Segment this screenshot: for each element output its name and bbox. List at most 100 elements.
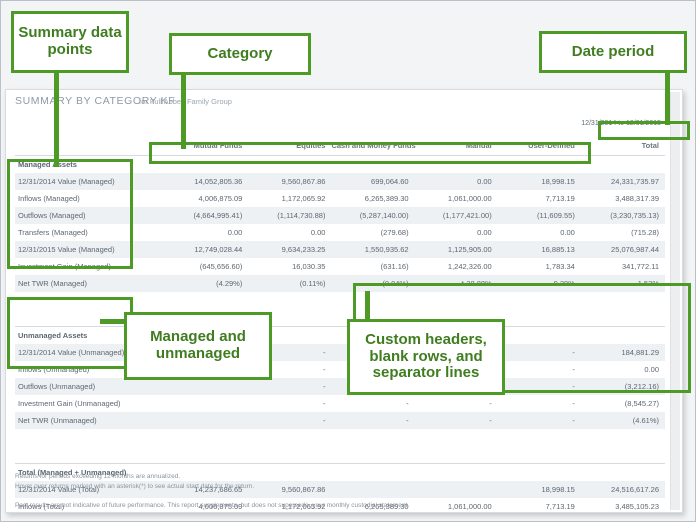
row-value: 16,030.35	[292, 262, 326, 271]
section-heading-label: Total (Managed + Unmanaged)	[15, 463, 665, 481]
row-label: 12/31/2014 Value (Managed)	[15, 173, 166, 190]
row-value: (715.28)	[631, 228, 659, 237]
highlight-category-columns	[149, 142, 591, 164]
row-value: 1,550,935.62	[331, 241, 415, 258]
row-value: 14,052,805.36	[165, 173, 249, 190]
leader-line-summary	[54, 25, 59, 167]
row-value: 1,125,905.00	[414, 241, 498, 258]
row-label: Inflows (Total)	[18, 502, 65, 511]
callout-date-period: Date period	[539, 31, 687, 73]
row-value: 3,485,105.23	[615, 502, 659, 511]
row-value: (3,230,735.13)	[580, 207, 665, 224]
row-label: Outflows (Managed)	[15, 207, 166, 224]
table-blank-row	[15, 292, 665, 309]
row-value: -	[322, 399, 326, 408]
row-value	[165, 395, 248, 412]
separator-cell	[15, 446, 665, 464]
section-heading-row: Total (Managed + Unmanaged)	[15, 463, 665, 481]
blank-cell	[15, 429, 665, 446]
row-value: 0.00	[414, 173, 498, 190]
row-value: (4.61%)	[580, 412, 665, 429]
table-row: Investment Gain (Unmanaged)----(8,545.27…	[15, 395, 665, 412]
row-value: 1,061,000.00	[447, 194, 492, 203]
row-value: 9,634,233.25	[248, 241, 332, 258]
row-value: 1,061,000.00	[447, 502, 492, 511]
row-value: (279.68)	[380, 228, 409, 237]
row-value: 1,172,065.92	[281, 194, 326, 203]
row-label: Transfers (Managed)	[18, 228, 88, 237]
row-value: (5,287,140.00)	[331, 207, 415, 224]
disclaimer-text: Past results are not indicative of futur…	[15, 502, 410, 509]
row-value: 9,560,867.86	[248, 481, 332, 498]
leader-line-category	[181, 49, 186, 149]
row-value: -	[497, 344, 581, 361]
row-value: 0.00	[644, 365, 659, 374]
row-value: 18,998.15	[497, 481, 581, 498]
footnotes: Returns for periods exceeding 12 months …	[15, 472, 635, 492]
callout-custom-headers: Custom headers, blank rows, and separato…	[347, 319, 505, 395]
row-label: Net TWR (Unmanaged)	[15, 412, 166, 429]
row-value	[331, 481, 415, 498]
row-value: -	[572, 365, 575, 374]
row-value: 12,749,028.44	[165, 241, 249, 258]
column-header-total: Total	[580, 138, 665, 156]
row-value: (631.16)	[380, 262, 409, 271]
row-label: Investment Gain (Unmanaged)	[18, 399, 121, 408]
footnote-asterisk: Hover over returns marked with an asteri…	[15, 483, 255, 491]
row-label: 12/31/2015 Value (Managed)	[15, 241, 166, 258]
row-value: -	[489, 399, 492, 408]
row-value: 0.00	[310, 228, 326, 237]
leader-line-date	[665, 53, 670, 125]
row-label: 12/31/2014 Value (Total)	[15, 481, 166, 498]
row-value: 6,265,389.30	[364, 502, 409, 511]
footnote-annualized: Returns for periods exceeding 12 months …	[15, 473, 181, 480]
row-label: Inflows (Unmanaged)	[18, 365, 90, 374]
row-value: (1,114,730.88)	[248, 207, 332, 224]
row-value: (4.29%)	[165, 275, 249, 292]
row-value: (1,177,421.00)	[414, 207, 498, 224]
row-value: 184,881.29	[580, 344, 665, 361]
row-value: -	[414, 412, 498, 429]
row-value: 0.00	[227, 228, 243, 237]
table-row: Net TWR (Unmanaged)----(4.61%)	[15, 412, 665, 429]
table-separator-line	[15, 446, 665, 464]
row-value: -	[322, 365, 326, 374]
row-value: (8,545.27)	[624, 399, 659, 408]
row-value: 341,772.11	[622, 262, 659, 271]
row-value: 16,885.13	[497, 241, 581, 258]
row-value: 4,006,875.09	[198, 502, 243, 511]
row-value: -	[248, 378, 332, 395]
row-value: 0.00	[477, 228, 492, 237]
row-value	[165, 378, 249, 395]
row-value	[414, 481, 498, 498]
callout-managed-unmanaged: Managed and unmanaged	[124, 312, 272, 380]
row-value: (11,609.55)	[497, 207, 581, 224]
row-value: 1,242,326.00	[447, 262, 492, 271]
blank-cell	[15, 292, 665, 309]
row-value: (645,656.60)	[199, 262, 243, 271]
column-header-blank	[15, 138, 166, 156]
row-value: 7,713.19	[545, 194, 575, 203]
row-value: 7,713.19	[545, 502, 575, 511]
row-value: 3,488,317.39	[615, 194, 659, 203]
row-value: 18,998.15	[497, 173, 581, 190]
row-value: 6,265,389.30	[364, 194, 409, 203]
vertical-scrollbar[interactable]	[670, 92, 680, 510]
row-value: 24,516,617.26	[580, 481, 665, 498]
row-value: 14,237,686.65	[165, 481, 249, 498]
row-label: Net TWR (Managed)	[15, 275, 166, 292]
row-value: 9,560,867.86	[248, 173, 332, 190]
section-heading-row: Managed Assets	[15, 155, 665, 173]
row-label: Inflows (Managed)	[18, 194, 80, 203]
row-value: (4,664,995.41)	[165, 207, 249, 224]
row-value: -	[497, 412, 581, 429]
row-value: 1,783.34	[545, 262, 575, 271]
row-value: -	[248, 412, 332, 429]
row-value: -	[572, 399, 575, 408]
